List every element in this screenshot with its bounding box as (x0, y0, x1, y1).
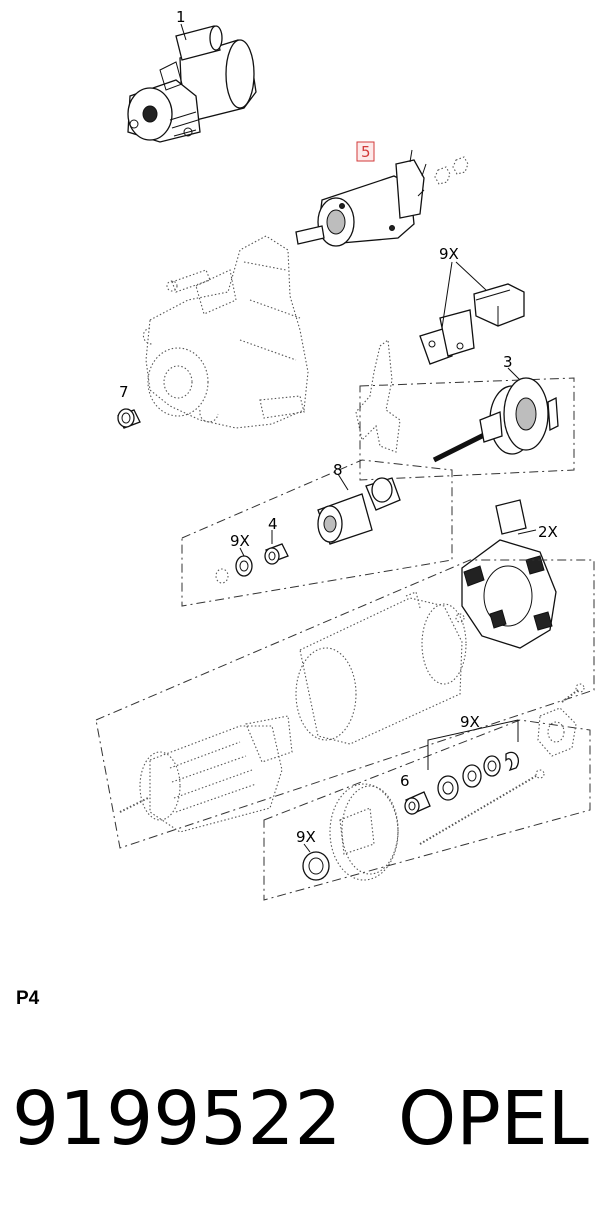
part-number: 9199522 (12, 1076, 342, 1162)
washer-set-large (427, 719, 520, 801)
callout-9x-bracket[interactable]: 9X (439, 245, 459, 263)
callout-2x[interactable]: 2X (538, 523, 558, 541)
callout-7[interactable]: 7 (119, 383, 129, 401)
pinion-clutch (181, 459, 453, 607)
brush-bracket (419, 261, 525, 365)
callout-9x-end-washers[interactable]: 9X (460, 713, 480, 731)
seal-ring (302, 843, 330, 881)
solenoid-switch (295, 149, 469, 247)
washer-set-small (215, 530, 289, 584)
page-code: P4 (16, 988, 40, 1009)
armature (119, 715, 293, 833)
engagement-lever (355, 338, 401, 453)
starter-motor-assembly (127, 23, 257, 143)
callout-5-highlight (356, 141, 375, 162)
bush (117, 408, 141, 429)
callout-9x-washers[interactable]: 9X (230, 532, 250, 550)
end-cap (537, 683, 585, 757)
callout-6[interactable]: 6 (400, 772, 410, 790)
drive-shaft-gear (359, 367, 575, 481)
callout-8[interactable]: 8 (333, 461, 343, 479)
stator-housing (95, 559, 595, 849)
callout-5[interactable]: 5 (361, 143, 371, 161)
drive-end-housing (142, 235, 309, 429)
nut-washers (434, 156, 469, 185)
callout-4[interactable]: 4 (268, 515, 278, 533)
callout-3[interactable]: 3 (503, 353, 513, 371)
brand-name: OPEL (398, 1076, 589, 1162)
starter-motor-exploded-diagram: 1 5 9X 3 7 8 9X 4 2X 9X 6 9X (95, 8, 595, 901)
end-bush (404, 791, 431, 815)
brush-holder-plate (461, 499, 557, 649)
commutator-end-cover (263, 719, 591, 901)
callout-1[interactable]: 1 (176, 8, 186, 26)
callout-9x-seal[interactable]: 9X (296, 828, 316, 846)
